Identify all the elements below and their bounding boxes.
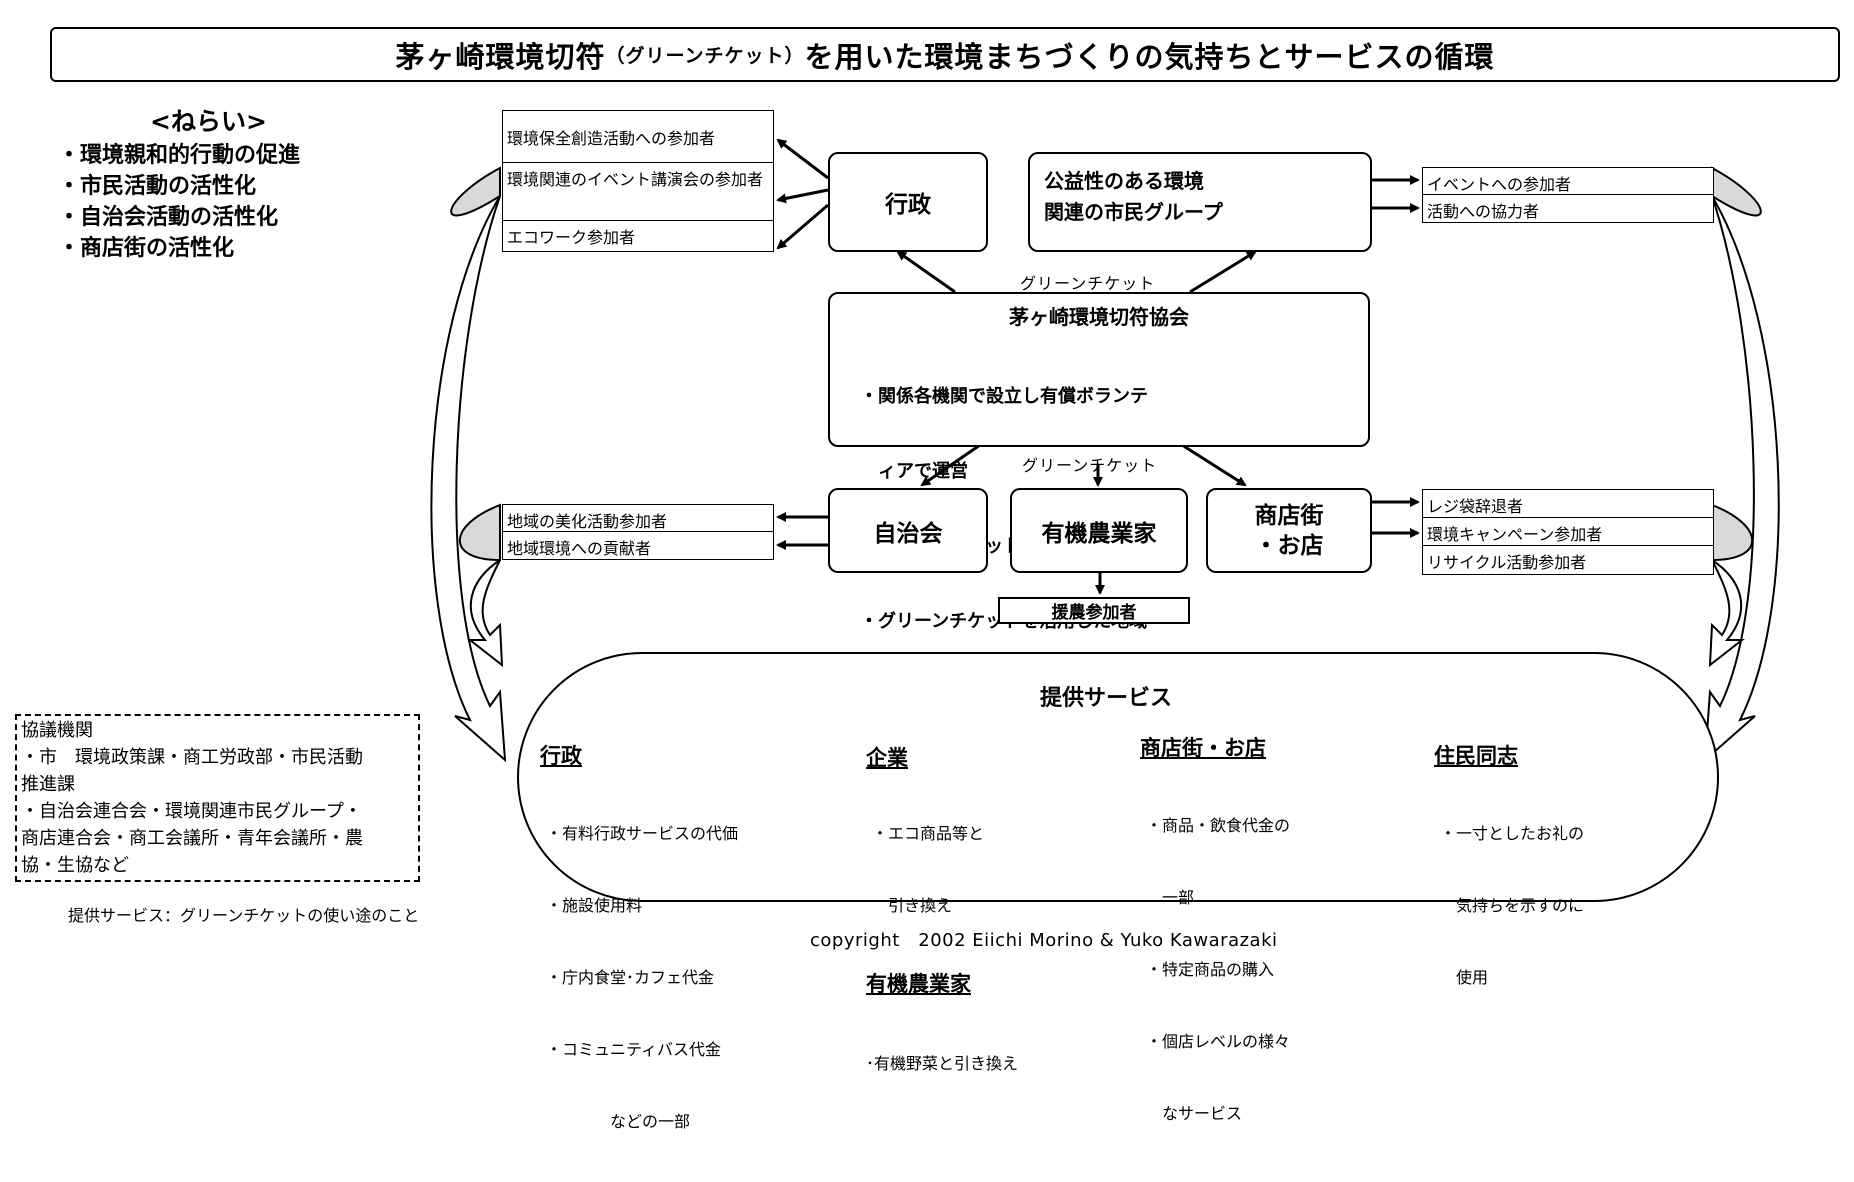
- service-item: 使用: [1440, 968, 1489, 987]
- service-item: 気持ちを示すのに: [1440, 896, 1585, 915]
- aim-item: ・商店街の活性化: [58, 236, 235, 261]
- gyosei-node: 行政: [828, 152, 988, 252]
- service-item: ･有機野菜と引き換え: [866, 1054, 1019, 1073]
- service-item: なサービス: [1146, 1104, 1243, 1123]
- shops-node: 商店街 ・お店: [1206, 488, 1372, 573]
- council-line: 商店連合会・商工会議所・青年会議所・農: [21, 828, 363, 849]
- association-node: 茅ヶ崎環境切符協会 ・関係各機関で設立し有償ボランテ ィアで運営 ・グリーンチケ…: [828, 292, 1370, 632]
- service-gyosei: 行政 ・有料行政サービスの代価 ・施設使用料 ・庁内食堂･カフェ代金 ・コミュニ…: [540, 740, 738, 1182]
- organic-farmer-node: 有機農業家: [1010, 488, 1188, 573]
- diagram-title: 茅ヶ崎環境切符 （グリーンチケット） を用いた環境まちづくりの気持ちとサービスの…: [50, 27, 1840, 82]
- service-item: ・コミュニティバス代金: [546, 1040, 722, 1059]
- service-gyosei-title: 行政: [540, 744, 582, 768]
- services-capsule: [517, 652, 1719, 902]
- service-item: ・庁内食堂･カフェ代金: [546, 968, 715, 987]
- aims-list: ・環境親和的行動の促進 ・市民活動の活性化 ・自治会活動の活性化 ・商店街の活性…: [58, 140, 300, 264]
- service-kigyo-items: ・エコ商品等と 引き換え: [872, 774, 1018, 966]
- service-item: などの一部: [546, 1112, 691, 1131]
- service-item: 引き換え: [872, 896, 953, 915]
- jichikai-participants-list: 地域の美化活動参加者 地域環境への貢献者: [502, 504, 774, 560]
- service-item: ・施設使用料: [546, 896, 643, 915]
- service-item: 一部: [1146, 888, 1195, 907]
- shops-label-1: 商店街: [1254, 502, 1324, 529]
- service-item: ・有料行政サービスの代価: [546, 824, 739, 843]
- list-item: 地域の美化活動参加者: [503, 505, 773, 532]
- service-yuki-items: ･有機野菜と引き換え: [866, 1004, 1018, 1124]
- shops-label-2: ・お店: [1254, 532, 1324, 559]
- list-item: リサイクル活動参加者: [1427, 553, 1587, 572]
- association-line: ィアで運営: [860, 461, 968, 482]
- title-paren: （グリーンチケット）: [605, 45, 805, 67]
- service-shoten: 商店街・お店 ・商品・飲食代金の 一部 ・特定商品の購入 ・個店レベルの様々 な…: [1140, 732, 1290, 1174]
- services-note: 提供サービス：グリーンチケットの使い途のこと: [68, 906, 420, 925]
- council-line: 協議機関: [21, 720, 93, 741]
- service-shoten-title: 商店街・お店: [1140, 736, 1266, 760]
- service-item: ・商品・飲食代金の: [1146, 816, 1291, 835]
- service-item: ・特定商品の購入: [1146, 960, 1275, 979]
- connector-arrows: [430, 138, 1780, 763]
- shops-participants-list: レジ袋辞退者 環境キャンペーン参加者 リサイクル活動参加者: [1422, 489, 1714, 575]
- green-ticket-label-bottom: グリーンチケット: [1022, 456, 1158, 475]
- citizen-participants-list: イベントへの参加者 活動への協力者: [1422, 167, 1714, 223]
- service-item: ・エコ商品等と: [872, 824, 985, 843]
- association-line: ・関係各機関で設立し有償ボランテ: [860, 386, 1148, 407]
- services-heading: 提供サービス: [1040, 686, 1173, 711]
- service-gyosei-items: ・有料行政サービスの代価 ・施設使用料 ・庁内食堂･カフェ代金 ・コミュニティバ…: [546, 774, 738, 1182]
- council-line: 協・生協など: [21, 855, 129, 876]
- council-line: ・市 環境政策課・商工労政部・市民活動: [21, 747, 363, 768]
- list-item: イベントへの参加者: [1423, 168, 1713, 195]
- aim-item: ・自治会活動の活性化: [58, 205, 279, 230]
- citizen-group-node: 公益性のある環境 関連の市民グループ: [1028, 152, 1372, 252]
- green-ticket-label-top: グリーンチケット: [1020, 274, 1156, 293]
- list-item: 環境関連のイベント講演会の参加者: [503, 163, 773, 221]
- title-main-a: 茅ヶ崎環境切符: [395, 39, 606, 74]
- list-item: レジ袋辞退者: [1423, 490, 1713, 518]
- association-title: 茅ヶ崎環境切符協会: [1009, 305, 1189, 329]
- copyright: copyright 2002 Eiichi Morino & Yuko Kawa…: [810, 930, 1278, 951]
- council-line: 推進課: [21, 774, 75, 795]
- aim-item: ・環境親和的行動の促進: [58, 143, 301, 168]
- service-kigyo-title: 企業: [866, 746, 908, 770]
- aims-heading: <ねらい>: [150, 107, 267, 136]
- jichikai-node: 自治会: [828, 488, 988, 573]
- service-yuki-title: 有機農業家: [866, 972, 971, 996]
- list-item: 活動への協力者: [1427, 202, 1540, 221]
- service-shoten-items: ・商品・飲食代金の 一部 ・特定商品の購入 ・個店レベルの様々 なサービス: [1146, 766, 1290, 1174]
- service-jumin: 住民同志 ・一寸としたお礼の 気持ちを示すのに 使用: [1434, 740, 1584, 1038]
- service-item: ・個店レベルの様々: [1146, 1032, 1291, 1051]
- title-main-b: を用いた環境まちづくりの気持ちとサービスの循環: [804, 39, 1495, 74]
- service-jumin-items: ・一寸としたお礼の 気持ちを示すのに 使用: [1440, 774, 1584, 1038]
- aim-item: ・市民活動の活性化: [58, 174, 257, 199]
- gyosei-participants-list: 環境保全創造活動への参加者 環境関連のイベント講演会の参加者 エコワーク参加者: [502, 110, 774, 252]
- council-box: 協議機関 ・市 環境政策課・商工労政部・市民活動 推進課 ・自治会連合会・環境関…: [15, 714, 420, 882]
- list-item: 環境キャンペーン参加者: [1423, 518, 1713, 546]
- farm-support-participant: 援農参加者: [998, 597, 1190, 624]
- service-jumin-title: 住民同志: [1434, 744, 1518, 768]
- list-item: エコワーク参加者: [507, 228, 636, 247]
- citizen-group-label-1: 公益性のある環境: [1044, 169, 1204, 193]
- service-item: ・一寸としたお礼の: [1440, 824, 1585, 843]
- list-item: 環境保全創造活動への参加者: [503, 111, 773, 163]
- list-item: 地域環境への貢献者: [507, 539, 652, 558]
- citizen-group-label-2: 関連の市民グループ: [1044, 200, 1223, 224]
- council-line: ・自治会連合会・環境関連市民グループ・: [21, 801, 362, 822]
